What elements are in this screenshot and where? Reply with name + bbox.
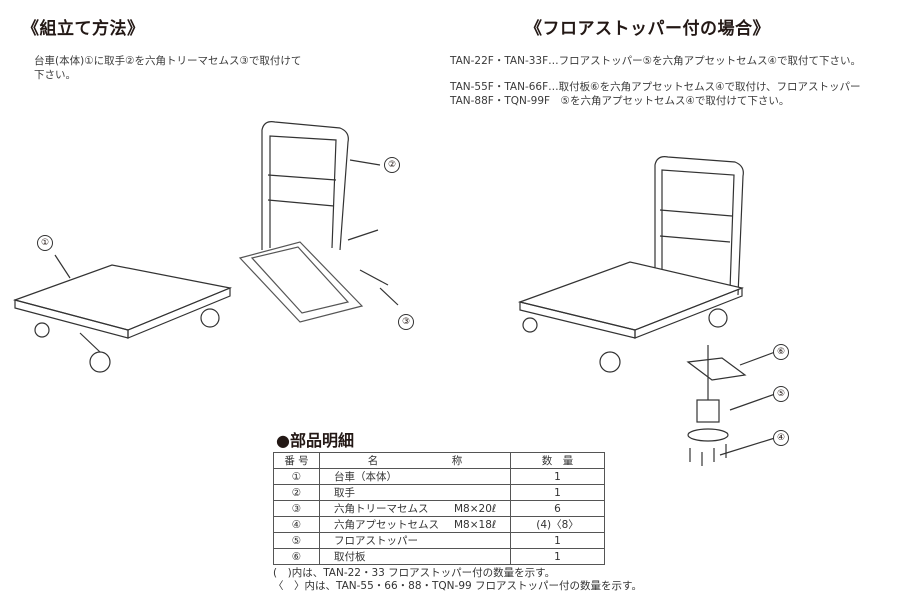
part-qty: 1 — [510, 484, 605, 501]
part-name: 台車（本体） — [334, 471, 397, 483]
table-row: ② 取手 1 — [273, 484, 605, 501]
part-qty: (4)〈8〉 — [510, 516, 605, 533]
part-number: ③ — [273, 500, 320, 517]
callout-1: ① — [37, 235, 53, 251]
callout-2: ② — [384, 157, 400, 173]
parts-notes: ( )内は、TAN-22・33 フロアストッパー付の数量を示す。 〈 〉内は、T… — [273, 567, 642, 593]
floor-stopper-line-2: TAN-55F・TAN-66F…取付板⑥を六角アプセットセムス④で取付け、フロア… — [450, 81, 861, 93]
table-row: ⑤ フロアストッパー 1 — [273, 532, 605, 549]
callout-5: ⑤ — [773, 386, 789, 402]
part-qty: 6 — [510, 500, 605, 517]
part-spec: M8×18ℓ — [454, 519, 497, 531]
floor-stopper-line-1: TAN-22F・TAN-33F…フロアストッパー⑤を六角アプセットセムス④で取付… — [450, 55, 861, 67]
cart-body-drawing — [12, 254, 233, 373]
part-spec: M8×20ℓ — [454, 503, 497, 515]
part-qty: 1 — [510, 468, 605, 485]
part-name: 六角アプセットセムス — [334, 519, 439, 531]
part-name: フロアストッパー — [334, 535, 418, 547]
floor-stopper-title: 《フロアストッパー付の場合》 — [525, 19, 770, 39]
header-number: 番 号 — [273, 452, 320, 469]
part-name: 六角トリーマセムス — [334, 503, 429, 515]
table-row: ⑥ 取付板 1 — [273, 548, 605, 565]
part-number: ① — [273, 468, 320, 485]
part-name: 取手 — [334, 487, 355, 499]
note-parentheses: ( )内は、TAN-22・33 フロアストッパー付の数量を示す。 — [273, 567, 556, 579]
handle-drawing — [238, 121, 399, 323]
stopper-cart-drawing — [517, 156, 779, 466]
callout-6: ⑥ — [773, 344, 789, 360]
part-number: ④ — [273, 516, 320, 533]
part-number: ⑥ — [273, 548, 320, 565]
parts-list-title: ●部品明細 — [276, 431, 354, 450]
table-row: ④ 六角アプセットセムス M8×18ℓ (4)〈8〉 — [273, 516, 605, 533]
assembly-instruction-line-2: 下さい。 — [34, 69, 76, 81]
callout-3: ③ — [398, 314, 414, 330]
header-quantity: 数 量 — [510, 452, 605, 469]
part-qty: 1 — [510, 532, 605, 549]
assembly-instruction-line-1: 台車(本体)①に取手②を六角トリーマセムス③で取付けて — [34, 55, 302, 67]
parts-table: 番 号 名 称 数 量 ① 台車（本体） 1 ② 取手 1 ③ 六角トリーマセムス M8×2… — [273, 452, 605, 565]
part-number: ⑤ — [273, 532, 320, 549]
callout-4: ④ — [773, 430, 789, 446]
table-row: ① 台車（本体） 1 — [273, 468, 605, 485]
part-name: 取付板 — [334, 551, 366, 563]
table-row: ③ 六角トリーマセムス M8×20ℓ 6 — [273, 500, 605, 517]
assembly-title: 《組立て方法》 — [22, 19, 145, 39]
parts-table-header: 番 号 名 称 数 量 — [273, 452, 605, 469]
part-number: ② — [273, 484, 320, 501]
header-name: 名 称 — [319, 452, 511, 469]
floor-stopper-line-3: TAN-88F・TQN-99F ⑤を六角アプセットセムス④で取付けて下さい。 — [450, 95, 790, 107]
part-qty: 1 — [510, 548, 605, 565]
note-angle-brackets: 〈 〉内は、TAN-55・66・88・TQN-99 フロアストッパー付の数量を示… — [273, 580, 642, 592]
